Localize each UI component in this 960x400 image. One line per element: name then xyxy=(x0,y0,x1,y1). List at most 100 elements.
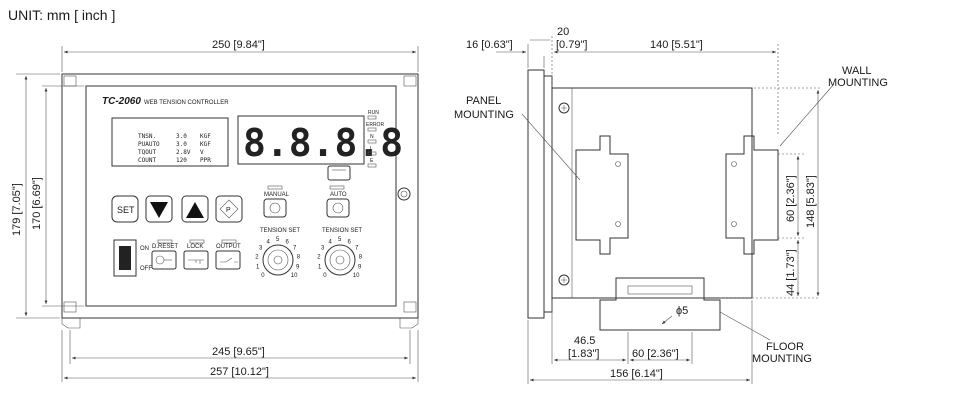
callout-floor-2: MOUNTING xyxy=(752,353,812,365)
wall-bracket xyxy=(725,135,779,255)
callout-floor-leader xyxy=(719,311,771,341)
callout-wall-1: WALL xyxy=(842,65,872,77)
switch-on: ON xyxy=(140,246,149,252)
panel-bracket xyxy=(575,135,629,255)
down-triangle-icon xyxy=(150,202,168,218)
dim-side-46-a: 46.5 xyxy=(574,335,595,347)
key-icon xyxy=(188,259,204,264)
dial-numbers-2-number: 7 xyxy=(355,246,359,252)
callout-wall-2: MOUNTING xyxy=(828,77,888,89)
seven-segment-display xyxy=(237,115,365,165)
model-subtitle: WEB TENSION CONTROLLER xyxy=(144,100,229,106)
output-button[interactable] xyxy=(215,250,241,270)
unit-label: UNIT: mm [ inch ] xyxy=(8,7,115,23)
lock-button[interactable] xyxy=(183,250,209,270)
tension-dial-2[interactable] xyxy=(324,244,356,276)
dreset-button[interactable] xyxy=(151,250,177,270)
dim-side-16: 16 [0.63"] xyxy=(466,39,513,51)
lcd-r2-c0: TQOUT xyxy=(138,149,156,156)
dim-side-20-b: [0.79"] xyxy=(556,39,587,51)
side-view xyxy=(527,69,779,331)
dial-numbers-2-number: 6 xyxy=(348,239,352,245)
lcd-r0-c0: TNSN. xyxy=(138,133,156,140)
dial-numbers-1-number: 4 xyxy=(267,239,271,245)
dial-numbers-1-number: 2 xyxy=(255,255,259,261)
callout-floor-1: FLOOR xyxy=(766,341,804,353)
front-flange xyxy=(527,69,545,319)
up-button[interactable] xyxy=(181,195,209,223)
power-switch[interactable] xyxy=(113,239,137,277)
dim-side-46-b: [1.83"] xyxy=(568,348,599,360)
front-dimensions: 250 [9.84"] 179 [7.05"] 170 [6.69"] 245 … xyxy=(11,39,419,382)
auto-label: AUTO xyxy=(330,192,347,198)
dial-numbers-1-number: 8 xyxy=(297,255,301,261)
indicator-n: N xyxy=(370,134,374,140)
dim-side-44: 44 [1.73"] xyxy=(785,249,797,296)
lcd-display xyxy=(111,117,229,167)
dial-numbers-1-number: 9 xyxy=(296,265,300,271)
dim-height-inner: 170 [6.69"] xyxy=(31,177,43,230)
dial-numbers-1-number: 0 xyxy=(261,273,265,279)
auto-button[interactable] xyxy=(326,198,350,218)
screw-bottom xyxy=(558,274,570,286)
indicator-error: ERROR xyxy=(366,122,384,128)
indicator-run: RUN xyxy=(368,110,379,116)
callouts: PANEL MOUNTING WALL MOUNTING FLOOR MOUNT… xyxy=(454,65,888,365)
dim-side-140: 140 [5.51"] xyxy=(650,39,703,51)
reset-icon xyxy=(155,255,165,265)
dim-side-20-a: 20 xyxy=(557,26,569,38)
left-foot xyxy=(61,318,81,329)
model-name: TC-2060 xyxy=(102,96,141,107)
set-button[interactable] xyxy=(111,195,139,223)
tension-set-label-2: TENSION SET xyxy=(322,228,362,234)
dial-numbers-2-number: 1 xyxy=(318,265,322,271)
power-rocker xyxy=(119,246,131,270)
dim-hole: ϕ5 xyxy=(676,305,688,317)
dial-numbers-2-number: 8 xyxy=(359,255,363,261)
right-foot xyxy=(399,318,419,329)
switch-off: OFF xyxy=(140,266,152,272)
screw-top xyxy=(558,102,570,114)
front-panel xyxy=(85,85,397,307)
tension-dial-1[interactable] xyxy=(262,244,294,276)
dim-mount-width: 245 [9.65"] xyxy=(212,346,265,358)
dial-numbers-1-number: 7 xyxy=(293,246,297,252)
dial-numbers-2-number: 10 xyxy=(353,273,360,279)
dim-side-60-h: 60 [2.36"] xyxy=(632,348,679,360)
lcd-r1-c0: PUAUTO xyxy=(138,141,160,148)
seven-segment-digits: 8.8.8.8 xyxy=(243,121,403,165)
output-label: OUTPUT xyxy=(216,244,241,250)
lcd-r3-c2: PPR xyxy=(200,157,211,164)
side-dimensions: 16 [0.63"] 20 [0.79"] 140 [5.51"] 60 [2.… xyxy=(466,26,820,384)
indicator-e: E xyxy=(370,158,374,164)
diamond-icon xyxy=(219,199,239,219)
dim-side-148: 148 [5.83"] xyxy=(805,175,817,228)
dim-height-outer: 179 [7.05"] xyxy=(11,183,23,236)
dial-numbers-1-number: 5 xyxy=(276,237,280,243)
side-body xyxy=(551,87,753,299)
p-button[interactable] xyxy=(215,195,243,223)
set-button-label: SET xyxy=(117,205,135,215)
callout-panel-2: MOUNTING xyxy=(454,109,514,121)
dial-numbers-1-number: 10 xyxy=(291,273,298,279)
hand-icon xyxy=(269,202,281,214)
front-housing xyxy=(61,73,419,319)
down-button[interactable] xyxy=(145,195,173,223)
indicator-column: RUN ERROR N L E xyxy=(366,110,384,168)
manual-button[interactable] xyxy=(263,198,287,218)
dim-side-156: 156 [6.14"] xyxy=(610,368,663,380)
dreset-label: D.RESET xyxy=(152,244,178,250)
floor-bracket xyxy=(599,277,721,331)
dial-numbers-1-number: 1 xyxy=(256,265,260,271)
lcd-r0-c1: 3.0 xyxy=(176,133,187,140)
output-icon xyxy=(220,257,238,263)
lcd-r1-c1: 3.0 xyxy=(176,141,187,148)
dim-width-total: 250 [9.84"] xyxy=(212,39,265,51)
lcd-r3-c1: 120 xyxy=(176,157,187,164)
manual-label: MANUAL xyxy=(264,192,290,198)
lcd-r2-c2: V xyxy=(200,149,204,156)
auto-icon xyxy=(332,202,344,214)
